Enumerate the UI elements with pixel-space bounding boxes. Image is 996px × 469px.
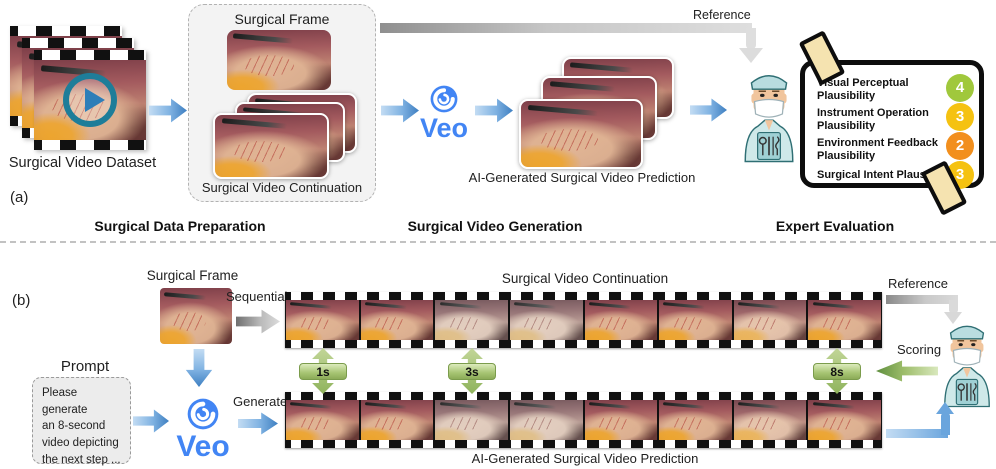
dataset-label: Surgical Video Dataset: [8, 155, 157, 171]
film-frame: [584, 400, 658, 440]
film-frame: [733, 400, 807, 440]
film-frames: [285, 400, 882, 440]
reference-arrow-corner: [746, 28, 756, 49]
time-marker-pill: 1s: [299, 363, 347, 380]
panel-a: Surgical Video Dataset (a) Surgical Fram…: [0, 0, 996, 242]
arrow-down-icon: [185, 349, 213, 387]
sequential-label: Sequential: [226, 289, 288, 304]
film-frame: [286, 300, 359, 340]
reference-arrow-corner: [949, 300, 958, 313]
film-frame: [360, 400, 434, 440]
film-frame: [286, 400, 359, 440]
panel-b-tag: (b): [12, 292, 31, 309]
continuation-film-strip: [285, 292, 882, 348]
surgical-frame-label: Surgical Frame: [234, 11, 330, 27]
play-icon[interactable]: [63, 73, 117, 127]
prediction-arrow-corner: [941, 413, 950, 435]
reference-arrowhead-icon: [944, 312, 962, 324]
film-frame: [584, 300, 658, 340]
film-sprockets: [285, 292, 882, 300]
film-frame: [659, 300, 732, 340]
veo-logo: Veo: [408, 85, 480, 144]
film-sprockets: [285, 340, 882, 348]
film-sprockets: [10, 26, 122, 36]
film-frame: [808, 400, 881, 440]
time-marker-pill: 3s: [448, 363, 496, 380]
panel-a-tag: (a): [10, 189, 29, 206]
veo-swirl-icon: [187, 398, 219, 430]
continuation-image-front: [213, 113, 329, 179]
film-sprockets: [285, 392, 882, 400]
caption-expert-evaluation: Expert Evaluation: [775, 218, 895, 234]
prediction-to-surgeon-arrow: [886, 429, 948, 438]
veo-wordmark: Veo: [419, 113, 469, 143]
eval-item-label: Surgical Intent Plausibility: [817, 169, 955, 181]
caption-data-preparation: Surgical Data Preparation: [94, 218, 266, 234]
eval-item-label: Visual Perceptual Plausibility: [817, 77, 909, 102]
evaluation-board: Visual Perceptual Plausibility Instrumen…: [800, 60, 984, 189]
film-frame: [659, 400, 732, 440]
score-badge: 2: [946, 132, 974, 160]
scoring-label: Scoring: [897, 342, 942, 357]
surgical-frame-image: [227, 30, 331, 90]
veo-wordmark: Veo: [176, 430, 230, 463]
arrow-right-icon: [690, 98, 727, 122]
prompt-line: Please generate: [42, 387, 88, 416]
film-frame: [435, 400, 508, 440]
surgeon-icon: [944, 325, 990, 408]
arrow-right-icon: [133, 409, 169, 433]
arrow-right-icon: [475, 98, 513, 123]
score-badge: 3: [946, 103, 974, 131]
reference-label: Reference: [693, 8, 751, 22]
film-sprockets: [34, 140, 146, 150]
continuation-label: Surgical Video Continuation: [501, 271, 669, 286]
surgeon-icon: [744, 75, 794, 163]
panel-b: (b) Surgical Frame Sequential Prompt Ple…: [0, 242, 996, 469]
reference-arrow: [380, 23, 752, 33]
film-frames: [285, 300, 882, 340]
veo-swirl-icon: [430, 85, 458, 113]
prompt-line: an 8-second: [42, 420, 106, 433]
prompt-line: video depicting: [42, 437, 119, 450]
film-frame: [509, 300, 583, 340]
time-marker-pill: 8s: [813, 363, 861, 380]
surgical-video-dataset-stack: [8, 22, 158, 157]
surgical-frame-image: [160, 288, 232, 344]
film-frame: [733, 300, 807, 340]
prompt-box: Please generate an 8-second video depict…: [32, 377, 131, 466]
prediction-film-strip: [285, 392, 882, 448]
film-frame: [435, 300, 508, 340]
film-frame: [808, 300, 881, 340]
caption-video-generation: Surgical Video Generation: [407, 218, 583, 234]
sequential-arrow-icon: [236, 309, 280, 334]
time-marker-1s: 1s: [299, 348, 347, 394]
scoring-arrow-icon: [876, 360, 938, 382]
generate-label: Generate: [233, 394, 288, 409]
veo-logo: Veo: [168, 398, 238, 464]
reference-label: Reference: [888, 276, 948, 291]
score-badge: 4: [946, 74, 974, 102]
prompt-label: Prompt: [60, 358, 110, 375]
generate-arrow-icon: [238, 412, 278, 435]
reference-arrowhead-icon: [739, 48, 763, 63]
film-frame: [360, 300, 434, 340]
film-sprockets: [285, 440, 882, 448]
continuation-label: Surgical Video Continuation: [201, 180, 363, 195]
time-marker-8s: 8s: [813, 348, 861, 394]
prediction-label: AI-Generated Surgical Video Prediction: [468, 170, 696, 185]
film-sprockets: [22, 38, 134, 48]
frame-label: Surgical Frame: [146, 268, 239, 283]
film-frame: [509, 400, 583, 440]
prediction-label: AI-Generated Surgical Video Prediction: [471, 451, 699, 466]
prompt-line: the next step ...: [42, 453, 121, 466]
time-marker-3s: 3s: [448, 348, 496, 394]
reference-arrow: [886, 295, 958, 304]
film-sprockets: [34, 50, 146, 60]
prediction-image-front: [519, 99, 643, 169]
prediction-arrowhead-icon: [936, 402, 954, 414]
eval-item-label: Environment Feedback Plausibility: [817, 137, 939, 162]
panel-divider: [0, 241, 996, 243]
data-preparation-box: Surgical Frame Surgical Video Continuati…: [188, 4, 376, 202]
eval-item-label: Instrument Operation Plausibility: [817, 107, 929, 132]
